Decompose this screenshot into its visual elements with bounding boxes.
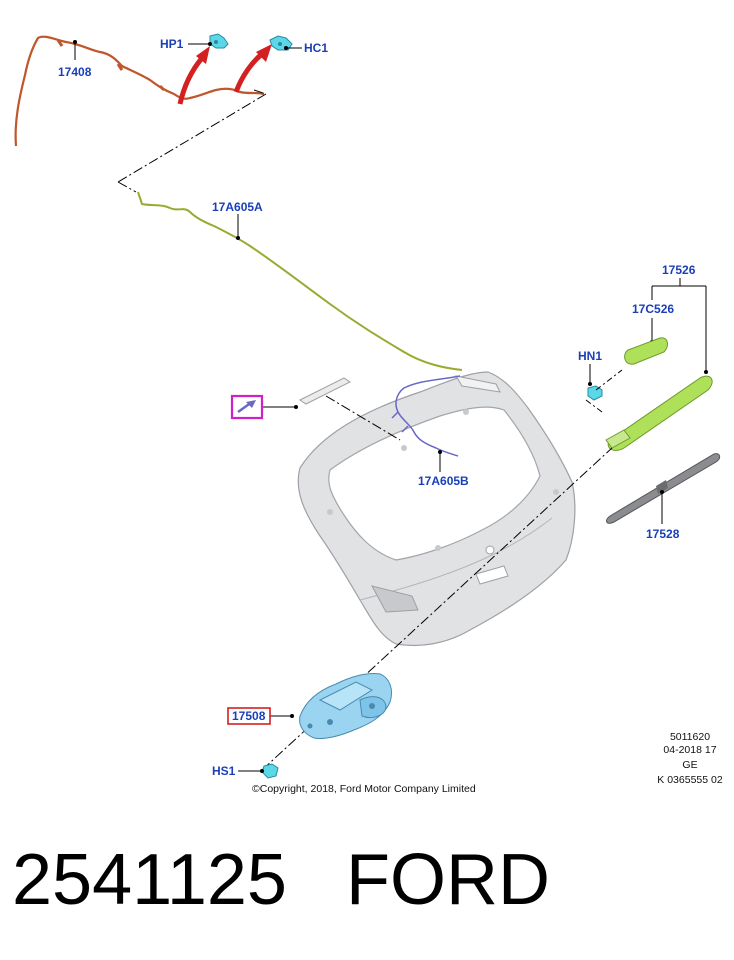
code-line-2: 04-2018 17 [663,744,716,756]
leader-dot-hs1 [260,769,264,773]
label-hp1[interactable]: HP1 [160,37,184,51]
washer-hose-17408 [14,35,265,147]
brand-caption: FORD [346,840,550,920]
label-17c526[interactable]: 17C526 [632,302,674,316]
trim-strip [299,377,351,405]
label-hn1[interactable]: HN1 [578,349,602,363]
part-number-caption: 2541125 [12,840,287,920]
red-arrow-hp1 [177,46,210,105]
washer-jet-hp1-icon [209,33,229,49]
washer-hose-17a605a [137,191,463,371]
label-17526[interactable]: 17526 [662,263,696,277]
label-17a605b[interactable]: 17A605B [418,474,469,488]
highlight-box-trim[interactable] [230,394,264,420]
red-arrow-hc1 [233,44,272,93]
label-17508[interactable]: 17508 [232,709,266,723]
label-17408[interactable]: 17408 [58,65,92,79]
label-17a605a[interactable]: 17A605A [212,200,263,214]
leader-dot-hn1 [588,382,592,386]
highlight-box-17508[interactable] [227,707,271,725]
leader-dot-17526 [704,370,708,374]
code-line-1: 5011620 [670,731,710,743]
copyright-text: ©Copyright, 2018, Ford Motor Company Lim… [252,783,476,795]
hn1-dash-lines [585,369,623,413]
tailgate-body [297,371,576,647]
label-17528[interactable]: 17528 [646,527,680,541]
wiper-arm-cap [624,337,668,365]
wiper-motor [299,673,393,739]
code-line-4: K 0365555 02 [657,774,723,786]
arrow-icon [237,400,256,414]
connection-lines [117,89,267,193]
label-hs1[interactable]: HS1 [212,764,236,778]
leader-trim-dash [325,395,401,441]
leader-dot-17508 [290,714,294,718]
wiper-blade [606,453,721,524]
nut-hn1-icon [587,385,603,401]
leader-dot-17528 [660,490,664,494]
screw-hs1-icon [261,763,279,779]
leader-dot-hp1 [208,42,212,46]
leader-dot-trim [294,405,298,409]
leader-dot-hc1 [284,46,288,50]
wiper-arm [605,375,713,451]
washer-hose-17a605b [391,375,461,457]
label-hc1[interactable]: HC1 [304,41,328,55]
code-line-3: GE [682,759,697,771]
